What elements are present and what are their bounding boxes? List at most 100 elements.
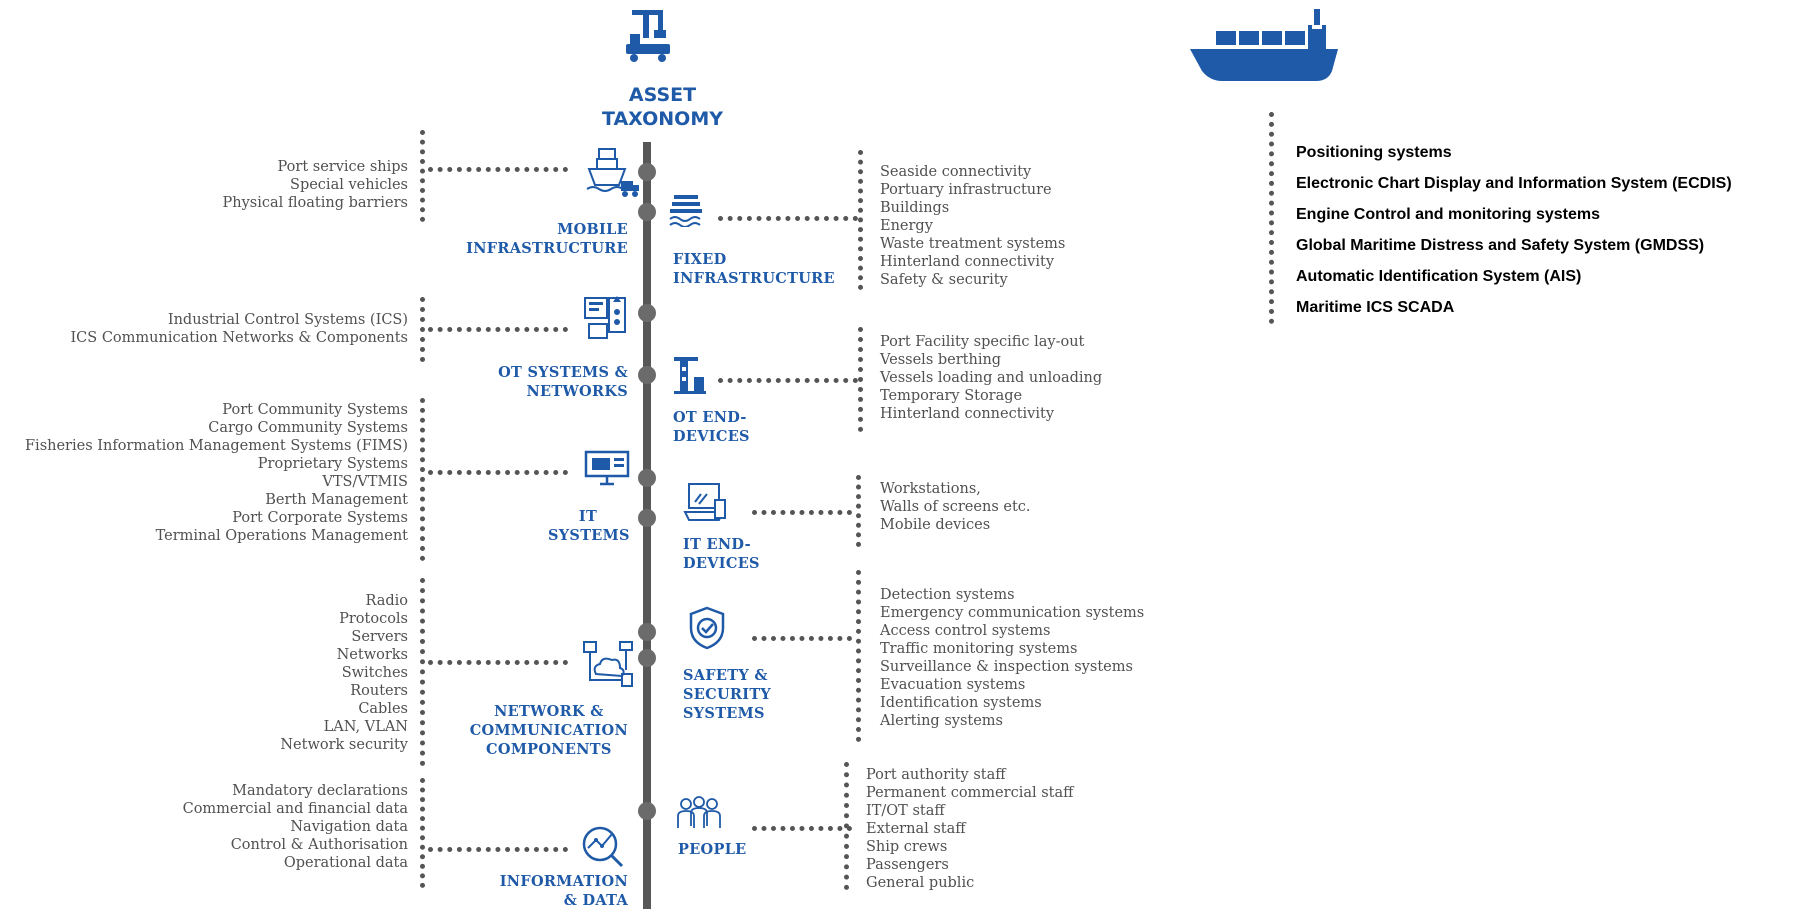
- list-item: Hinterland connectivity: [880, 406, 1055, 422]
- info-connector: [428, 847, 568, 852]
- it-systems-bracket: [420, 398, 425, 561]
- list-item: Passengers: [866, 857, 949, 873]
- category-fixed-infrastructure: FIXED INFRASTRUCTURE: [673, 251, 835, 287]
- list-item: External staff: [866, 821, 966, 837]
- fixed-list: Seaside connectivity Portuary infrastruc…: [880, 163, 1065, 289]
- list-item: Vessels loading and unloading: [880, 370, 1103, 386]
- safety-list: Detection systems Emergency communicatio…: [880, 586, 1144, 730]
- people-list: Port authority staff Permanent commercia…: [866, 766, 1073, 892]
- safety-connector: [752, 636, 852, 641]
- list-item: Physical floating barriers: [222, 195, 409, 211]
- list-item: Terminal Operations Management: [155, 528, 408, 544]
- list-item: Commercial and financial data: [182, 801, 408, 817]
- network-bracket: [420, 578, 425, 766]
- it-systems-list: Port Community Systems Cargo Community S…: [25, 401, 408, 545]
- list-item: Fisheries Information Management Systems…: [25, 438, 408, 454]
- list-item: Buildings: [880, 200, 950, 216]
- safety-bracket: [856, 570, 861, 742]
- diagram-title: ASSET TAXONOMY: [601, 84, 724, 130]
- it-end-list: Workstations, Walls of screens etc. Mobi…: [880, 480, 1031, 534]
- info-list: Mandatory declarations Commercial and fi…: [183, 782, 408, 872]
- node-mobile: [638, 163, 656, 181]
- mobile-list: Port service ships Special vehicles Phys…: [223, 158, 409, 212]
- list-item: Special vehicles: [290, 177, 408, 193]
- list-item: Traffic monitoring systems: [880, 641, 1078, 657]
- network-list: Radio Protocols Servers Networks Switche…: [280, 592, 408, 754]
- category-network-communication: NETWORK & COMMUNICATION COMPONENTS: [469, 703, 628, 758]
- fixed-connector: [718, 216, 858, 221]
- list-item: Detection systems: [880, 587, 1015, 603]
- ot-systems-list: Industrial Control Systems (ICS) ICS Com…: [70, 311, 408, 347]
- list-item: Industrial Control Systems (ICS): [167, 312, 408, 328]
- port-crane-icon: [626, 10, 670, 62]
- node-ot-end: [638, 366, 656, 384]
- ship-list-dotted-line: [1269, 112, 1274, 324]
- network-connector: [428, 660, 568, 665]
- list-item: Operational data: [283, 855, 408, 871]
- people-group-icon: [677, 796, 721, 828]
- list-item: Cargo Community Systems: [208, 420, 408, 436]
- ot-systems-bracket: [420, 297, 425, 362]
- list-item: Emergency communication systems: [880, 605, 1145, 621]
- list-item: Vessels berthing: [880, 352, 1002, 368]
- list-item: Seaside connectivity: [880, 164, 1032, 180]
- list-item: Engine Control and monitoring systems: [1296, 206, 1601, 223]
- list-item: Identification systems: [880, 695, 1042, 711]
- data-magnifier-icon: [582, 826, 624, 868]
- list-item: Port Community Systems: [222, 402, 408, 418]
- list-item: Berth Management: [265, 492, 408, 508]
- node-fixed: [638, 203, 656, 221]
- cargo-ship-icon: [1190, 9, 1338, 81]
- list-item: Portuary infrastructure: [880, 182, 1052, 198]
- it-systems-connector: [428, 470, 568, 475]
- list-item: Evacuation systems: [880, 677, 1026, 693]
- list-item: Routers: [350, 683, 408, 699]
- control-panel-icon: [584, 296, 626, 339]
- node-ot-systems: [638, 304, 656, 322]
- node-it-end: [638, 509, 656, 527]
- ot-end-list: Port Facility specific lay-out Vessels b…: [880, 333, 1102, 423]
- shield-check-icon: [689, 606, 725, 650]
- list-item: Network security: [280, 737, 408, 753]
- mobile-connector: [428, 167, 568, 172]
- category-people: PEOPLE: [678, 841, 747, 858]
- port-ship-truck-icon: [586, 148, 639, 197]
- list-item: Energy: [880, 218, 933, 234]
- list-item: Alerting systems: [880, 713, 1003, 729]
- list-item: Temporary Storage: [880, 388, 1023, 404]
- list-item: Walls of screens etc.: [880, 499, 1031, 515]
- list-item: Port authority staff: [866, 767, 1006, 783]
- ot-end-connector: [718, 378, 858, 383]
- list-item: Port service ships: [277, 159, 409, 175]
- node-info: [638, 802, 656, 820]
- people-connector: [752, 826, 852, 831]
- network-cloud-icon: [583, 641, 633, 687]
- info-bracket: [420, 778, 425, 888]
- node-network: [638, 623, 656, 641]
- list-item: Networks: [336, 647, 408, 663]
- list-item: LAN, VLAN: [323, 719, 408, 735]
- list-item: Servers: [351, 629, 408, 645]
- list-item: Global Maritime Distress and Safety Syst…: [1296, 237, 1705, 254]
- list-item: Hinterland connectivity: [880, 254, 1055, 270]
- list-item: Port Facility specific lay-out: [880, 334, 1085, 350]
- category-ot-end-devices: OT END- DEVICES: [673, 409, 750, 445]
- list-item: Safety & security: [880, 272, 1008, 288]
- list-item: Protocols: [339, 611, 408, 627]
- category-it-systems: IT SYSTEMS: [548, 508, 630, 544]
- node-it-systems: [638, 469, 656, 487]
- it-end-connector: [752, 510, 852, 515]
- list-item: Navigation data: [290, 819, 408, 835]
- category-mobile-infrastructure: MOBILE INFRASTRUCTURE: [466, 221, 628, 257]
- lighthouse-crane-icon: [674, 357, 706, 394]
- category-information-data: INFORMATION & DATA: [499, 873, 628, 909]
- list-item: Permanent commercial staff: [866, 785, 1074, 801]
- list-item: Cables: [358, 701, 408, 717]
- list-item: Ship crews: [866, 839, 948, 855]
- ot-end-bracket: [858, 327, 863, 432]
- list-item: ICS Communication Networks & Components: [70, 330, 408, 346]
- category-ot-systems: OT SYSTEMS & NETWORKS: [498, 364, 628, 400]
- list-item: Workstations,: [880, 481, 981, 497]
- category-it-end-devices: IT END- DEVICES: [683, 536, 760, 572]
- pier-icon: [669, 195, 702, 227]
